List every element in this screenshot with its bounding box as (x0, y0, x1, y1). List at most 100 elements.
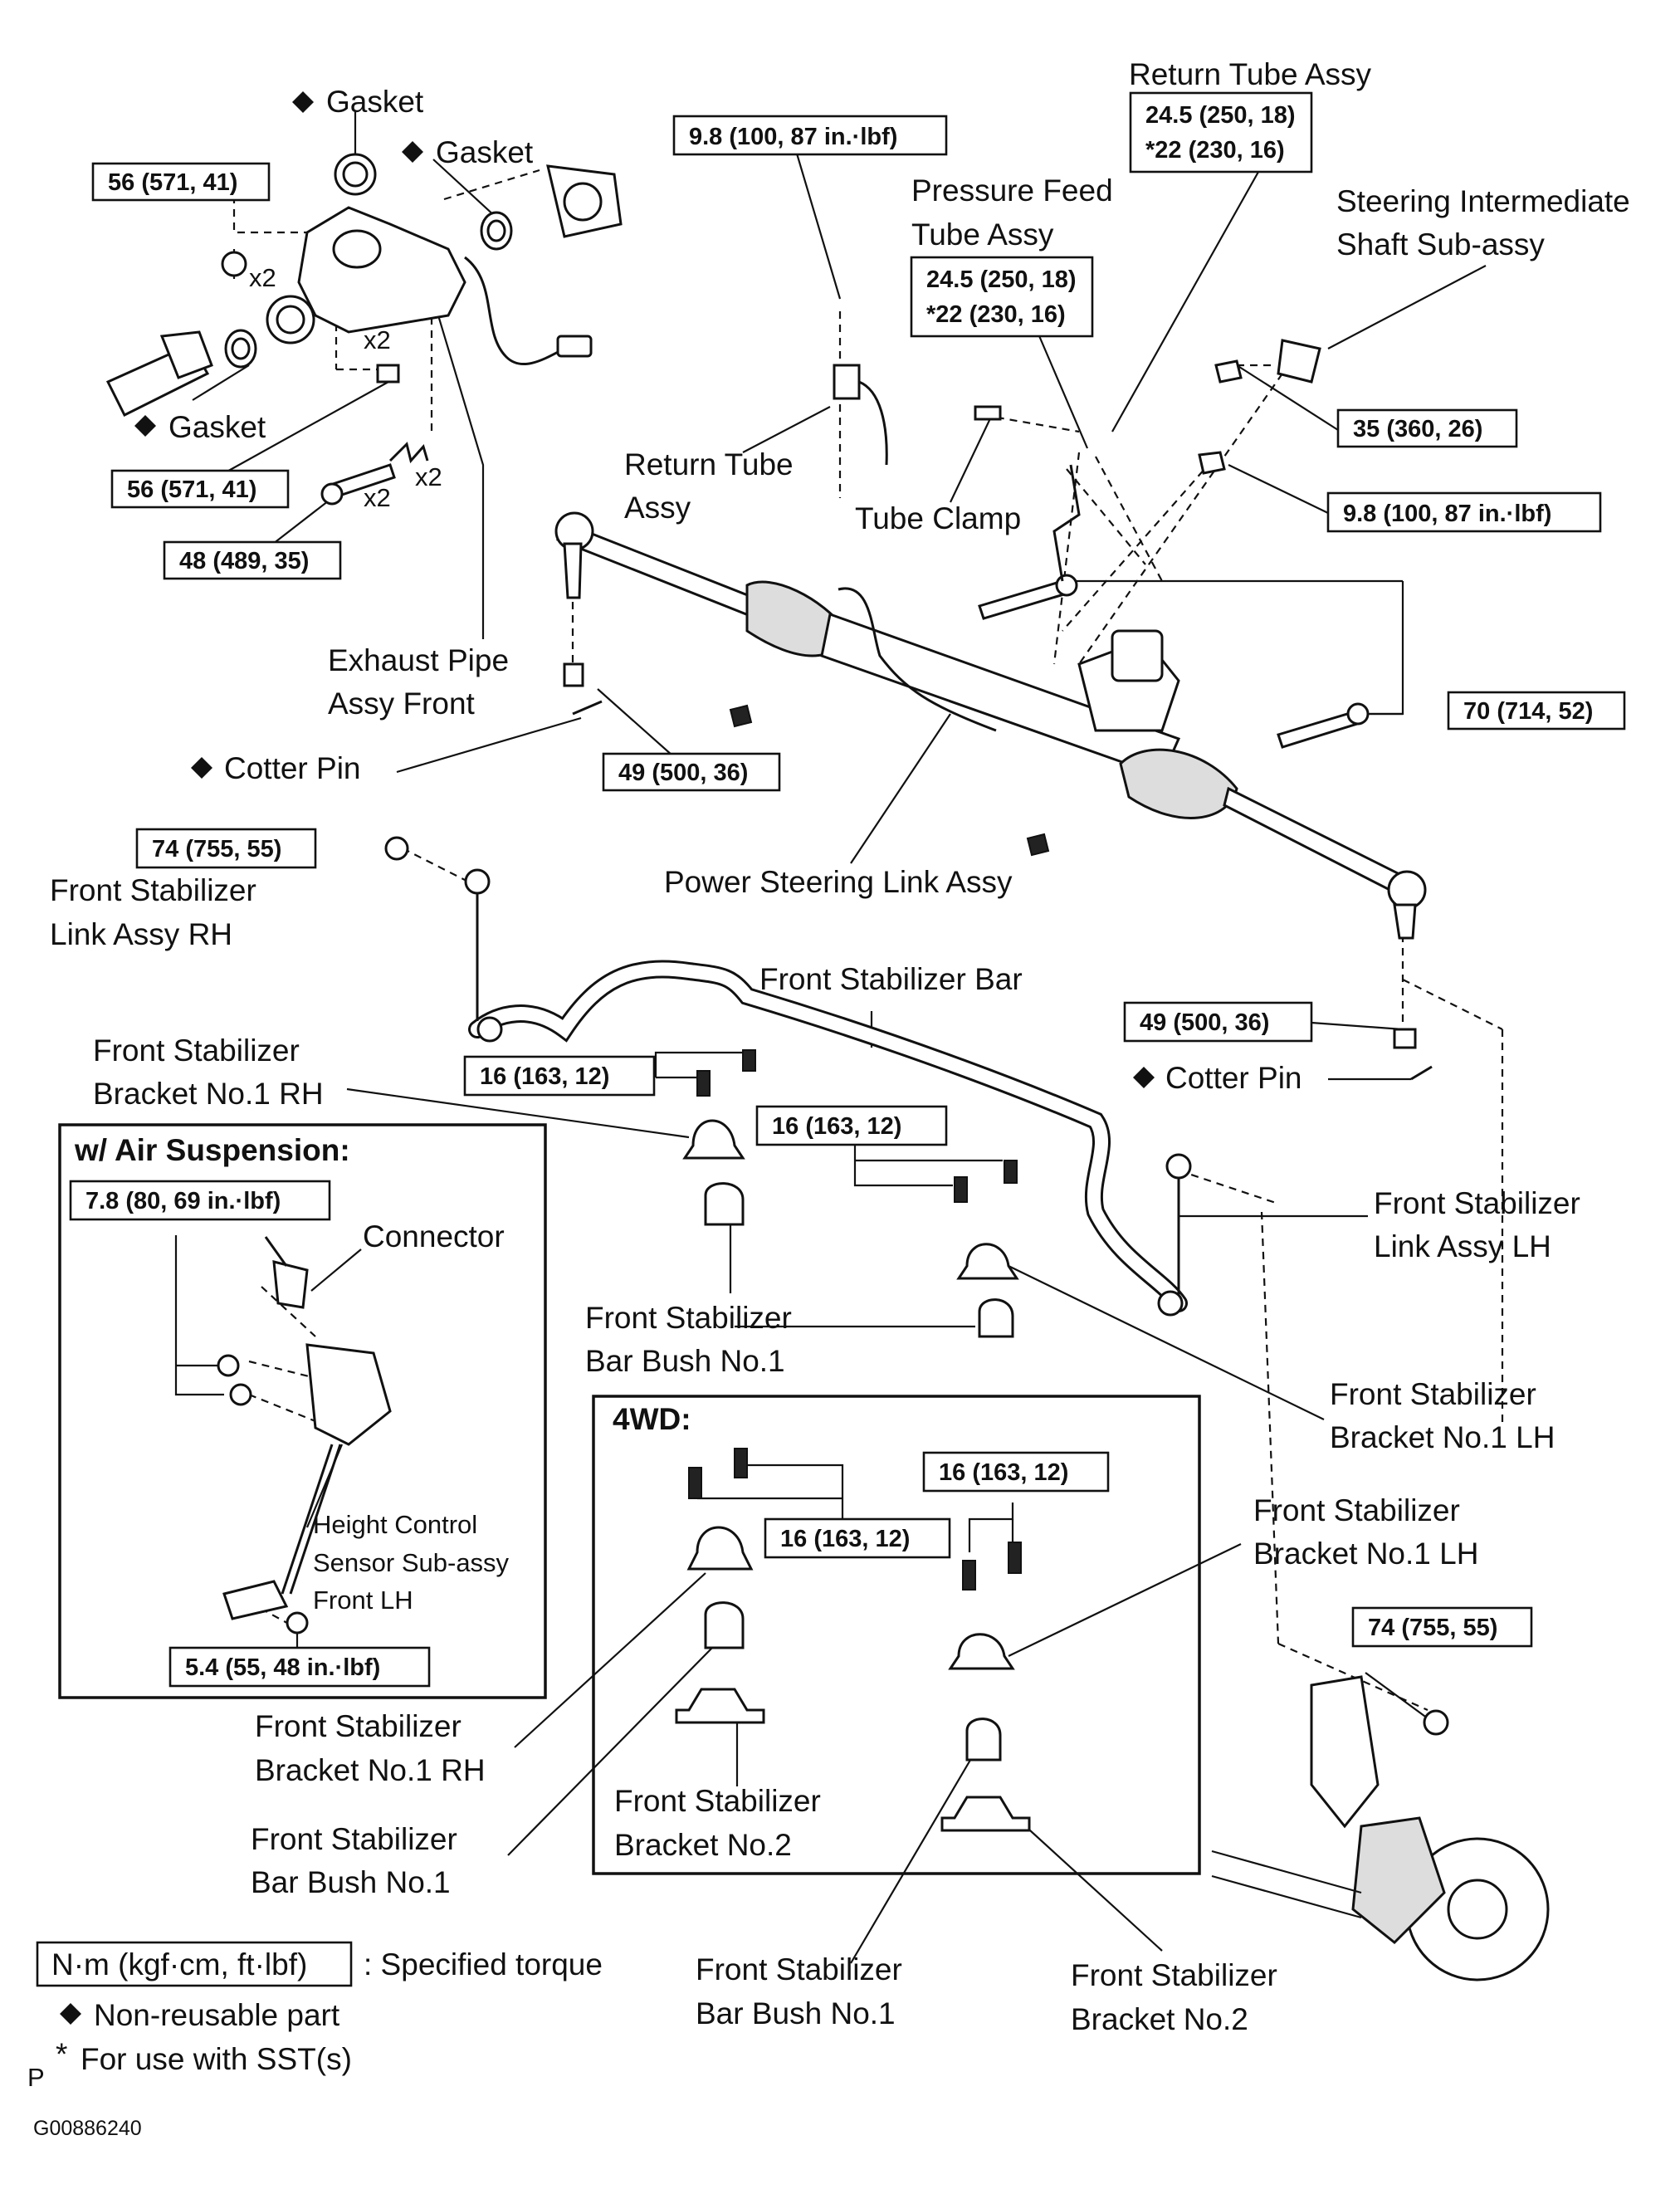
label-return-tube-top: Return Tube Assy (1129, 57, 1372, 91)
torque-7-8: 7.8 (80, 69 in.·lbf) (85, 1188, 281, 1214)
label-bracket-rh-2: Bracket No.1 RH (93, 1077, 324, 1111)
label-4wd-bracket-no2-2: Bracket No.2 (614, 1828, 792, 1862)
label-height-2: Sensor Sub-assy (313, 1548, 510, 1577)
label-steering-shaft-1: Steering Intermediate (1336, 184, 1630, 218)
torque-16-d: 16 (163, 12) (939, 1459, 1068, 1486)
bracket-lh-part (956, 1243, 1019, 1280)
figure-id: G00886240 (33, 2117, 142, 2140)
torque-5-4: 5.4 (55, 48 in.·lbf) (185, 1654, 380, 1681)
torque-56-a: 56 (571, 41) (108, 169, 237, 196)
label-4wd-bracket-no2-1: Front Stabilizer (614, 1784, 821, 1818)
shaft-stub (1277, 339, 1321, 384)
4wd-bracket-lh (948, 1633, 1015, 1670)
label-x2-c: x2 (415, 462, 442, 491)
torque-pf-b: *22 (230, 16) (926, 301, 1066, 328)
connector-part (272, 1260, 309, 1309)
label-stab-bar: Front Stabilizer Bar (759, 962, 1023, 996)
parts (105, 153, 1550, 1981)
pressure-tube (1052, 464, 1081, 582)
torque-boxes: 24.5 (250, 18) *22 (230, 16) 24.5 (250, … (69, 91, 1626, 1688)
label-link-lh-2: Link Assy LH (1374, 1229, 1551, 1263)
legend-unit-box: N·m (kgf·cm, ft·lbf) (51, 1947, 307, 1981)
cotter-a (572, 700, 603, 716)
torque-16-a: 16 (163, 12) (480, 1063, 609, 1090)
nut-49a (563, 662, 584, 687)
label-cotter-pin-1: Cotter Pin (224, 751, 361, 785)
label-height-1: Height Control (313, 1510, 477, 1539)
label-x2-b: x2 (364, 325, 391, 354)
label-4wd-bush-b2: Bar Bush No.1 (696, 1996, 896, 2030)
4wd-bracket-rh (686, 1526, 754, 1571)
torque-74-b: 74 (755, 55) (1368, 1615, 1497, 1641)
caliper (1351, 1816, 1446, 1945)
diamond-icon (134, 415, 156, 437)
label-pressure-feed-2: Tube Assy (911, 217, 1054, 252)
label-bracket-rh-1: Front Stabilizer (93, 1033, 300, 1068)
4wd-bush-lh (965, 1718, 1002, 1762)
diamond-icon (191, 757, 212, 779)
4wd-bracket-no2-b (940, 1796, 1031, 1832)
torque-return-b: *22 (230, 16) (1145, 137, 1285, 164)
label-height-3: Front LH (313, 1586, 413, 1615)
label-x2-a: x2 (249, 263, 276, 292)
label-bracket-no2-b2: Bracket No.2 (1071, 2002, 1248, 2036)
torque-56-b: 56 (571, 41) (127, 476, 256, 503)
legend-non-reusable: Non-reusable part (94, 1998, 340, 2032)
torque-pf-a: 24.5 (250, 18) (926, 266, 1077, 293)
4wd-frame (592, 1395, 1201, 1875)
label-tube-clamp: Tube Clamp (855, 501, 1021, 535)
diamond-icon (402, 141, 423, 163)
part-labels: Return Tube Assy Steering Intermediate S… (50, 57, 1630, 2036)
legend-sst: For use with SST(s) (81, 2042, 352, 2076)
bush-lh (978, 1298, 1014, 1338)
torque-70: 70 (714, 52) (1463, 698, 1593, 725)
nut-56a (221, 251, 247, 277)
label-x2-d: x2 (364, 483, 391, 512)
label-connector: Connector (363, 1219, 505, 1253)
label-bracket-lh-1: Front Stabilizer (1330, 1377, 1536, 1411)
o2-sensor-wire (464, 256, 565, 366)
tie-rod-end-lh (1387, 870, 1427, 910)
label-bar-bush-1: Front Stabilizer (585, 1301, 792, 1335)
nut-a (729, 704, 753, 728)
bolt-70a (978, 579, 1068, 620)
nut-78b (229, 1383, 252, 1406)
nut-74b (1423, 1709, 1449, 1736)
valve-body (1111, 629, 1164, 682)
torque-9-8-top: 9.8 (100, 87 in.·lbf) (689, 124, 897, 150)
legend-sst-mark: * (56, 2037, 67, 2071)
diamond-icon (60, 2003, 81, 2025)
boot-lh (1119, 748, 1238, 819)
clamp (974, 405, 1002, 421)
label-4wd-bush-1: Front Stabilizer (251, 1822, 457, 1856)
label-4wd-bracket-rh-1: Front Stabilizer (255, 1709, 462, 1743)
exhaust-pipe-body (297, 206, 466, 334)
label-bracket-lh-b2: Bracket No.1 LH (1253, 1537, 1478, 1571)
label-exhaust-1: Exhaust Pipe (328, 643, 509, 677)
bolts-16b (954, 1160, 1018, 1203)
height-sensor (305, 1343, 392, 1446)
bolt-98r (1198, 451, 1226, 475)
tie-rod-lh (1223, 786, 1414, 899)
label-4wd-bracket-rh-2: Bracket No.1 RH (255, 1753, 486, 1787)
nut-78a (217, 1354, 240, 1377)
label-bracket-lh-b1: Front Stabilizer (1253, 1493, 1460, 1527)
label-link-lh-1: Front Stabilizer (1374, 1186, 1580, 1220)
label-bracket-no2-b1: Front Stabilizer (1071, 1958, 1277, 1992)
legend-unit-desc: : Specified torque (364, 1947, 603, 1981)
label-exhaust-2: Assy Front (328, 687, 476, 721)
torque-49-a: 49 (500, 36) (618, 760, 748, 786)
diamond-icon (1133, 1067, 1155, 1088)
legend: N·m (kgf·cm, ft·lbf) : Specified torque … (27, 1941, 603, 2092)
legend-p-mark: P (27, 2063, 45, 2092)
label-bar-bush-2: Bar Bush No.1 (585, 1344, 785, 1378)
4wd-title: 4WD: (613, 1402, 691, 1436)
sensor-connector (556, 335, 593, 358)
label-return-tube-mid-1: Return Tube (624, 447, 794, 481)
air-suspension-title: w/ Air Suspension: (74, 1133, 350, 1167)
torque-48: 48 (489, 35) (179, 548, 309, 574)
diamond-icon (292, 91, 314, 113)
label-gasket-2: Gasket (436, 135, 534, 169)
label-cotter-pin-2: Cotter Pin (1165, 1061, 1302, 1095)
label-bracket-lh-2: Bracket No.1 LH (1330, 1420, 1555, 1454)
